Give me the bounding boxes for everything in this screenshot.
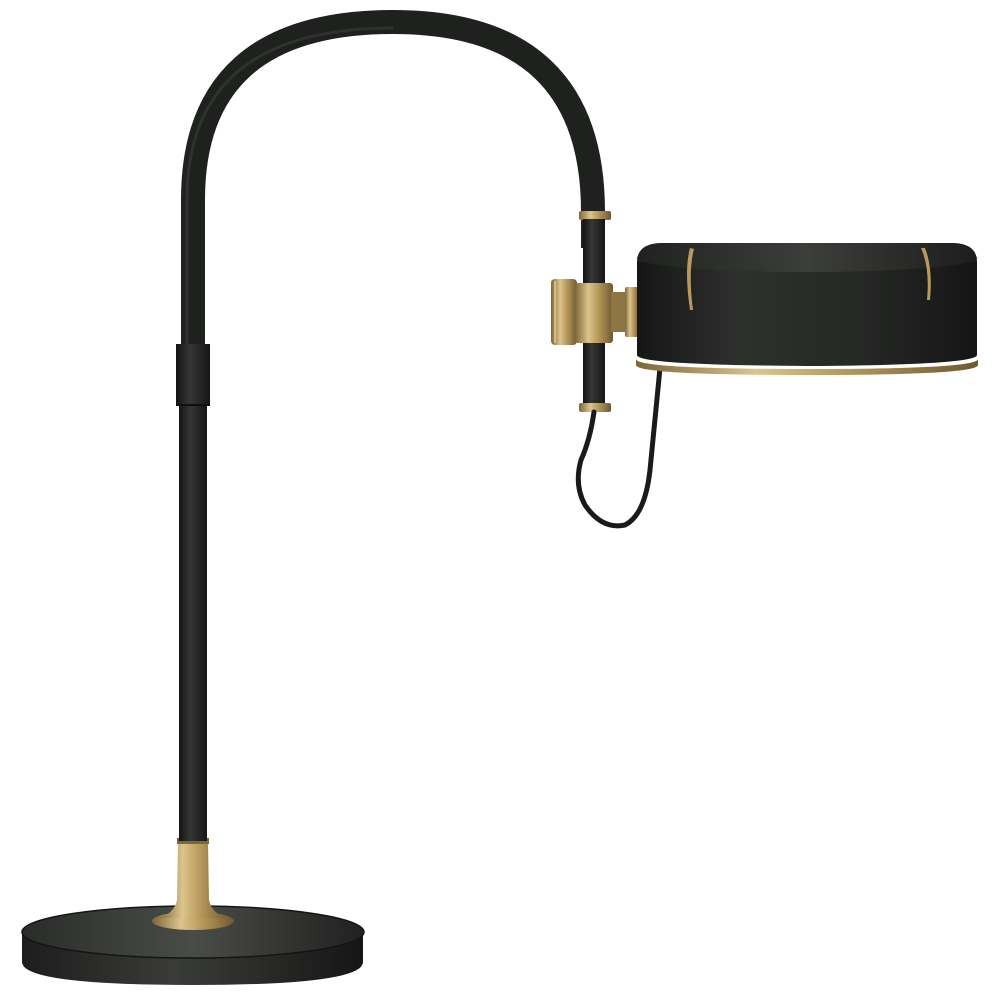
shade-slot-left	[687, 248, 694, 310]
shade-slot-right	[921, 248, 931, 300]
brass-pivot-knob	[551, 279, 639, 345]
shade-brass-rim	[636, 359, 978, 375]
lamp-shade	[636, 243, 978, 375]
lamp-cord	[575, 365, 663, 529]
curved-arm	[181, 9, 605, 344]
brass-foot-collar	[152, 838, 234, 930]
lamp-pole	[176, 344, 210, 841]
brass-ring-upper	[579, 211, 611, 220]
lamp-base	[21, 905, 365, 985]
brass-ring-lower	[579, 403, 611, 412]
